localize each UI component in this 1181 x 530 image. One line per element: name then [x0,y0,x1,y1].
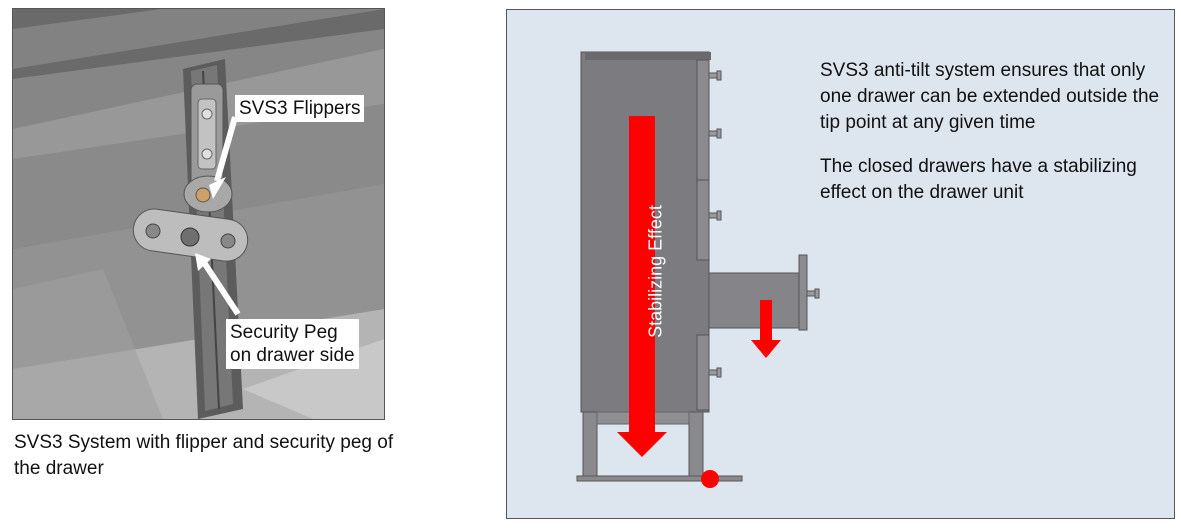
anti-tilt-diagram: Stabilizing Effect SVS3 anti-tilt system… [506,9,1175,519]
stabilizing-effect-label: Stabilizing Effect [645,205,666,338]
mechanism-caption: SVS3 System with flipper and security pe… [14,432,394,479]
flipper-arrow-head [209,177,226,199]
security-peg-callout-line1: Security Peg [230,322,338,343]
stabilizing-arrow-shaft [629,116,655,434]
drawer-unit-illustration [576,51,820,488]
drawer-arrow-head [751,340,781,358]
security-peg-callout: Security Peg on drawer side [226,319,359,369]
security-peg-callout-line2: on drawer side [230,345,355,366]
peg-arrow-head [195,253,211,271]
description-paragraph-2: The closed drawers have a stabilizing ef… [820,156,1137,203]
description-paragraph-1: SVS3 anti-tilt system ensures that only … [820,60,1160,133]
stabilizing-arrow-head [617,432,667,457]
drawer-arrow-shaft [760,300,772,340]
tip-point-marker [701,470,719,488]
svs3-mechanism-render: SVS3 Flippers Security Peg on drawer sid… [12,8,385,420]
svs3-flippers-callout: SVS3 Flippers [235,95,365,122]
anti-tilt-description: SVS3 anti-tilt system ensures that only … [820,58,1165,224]
extended-drawer [708,272,800,329]
